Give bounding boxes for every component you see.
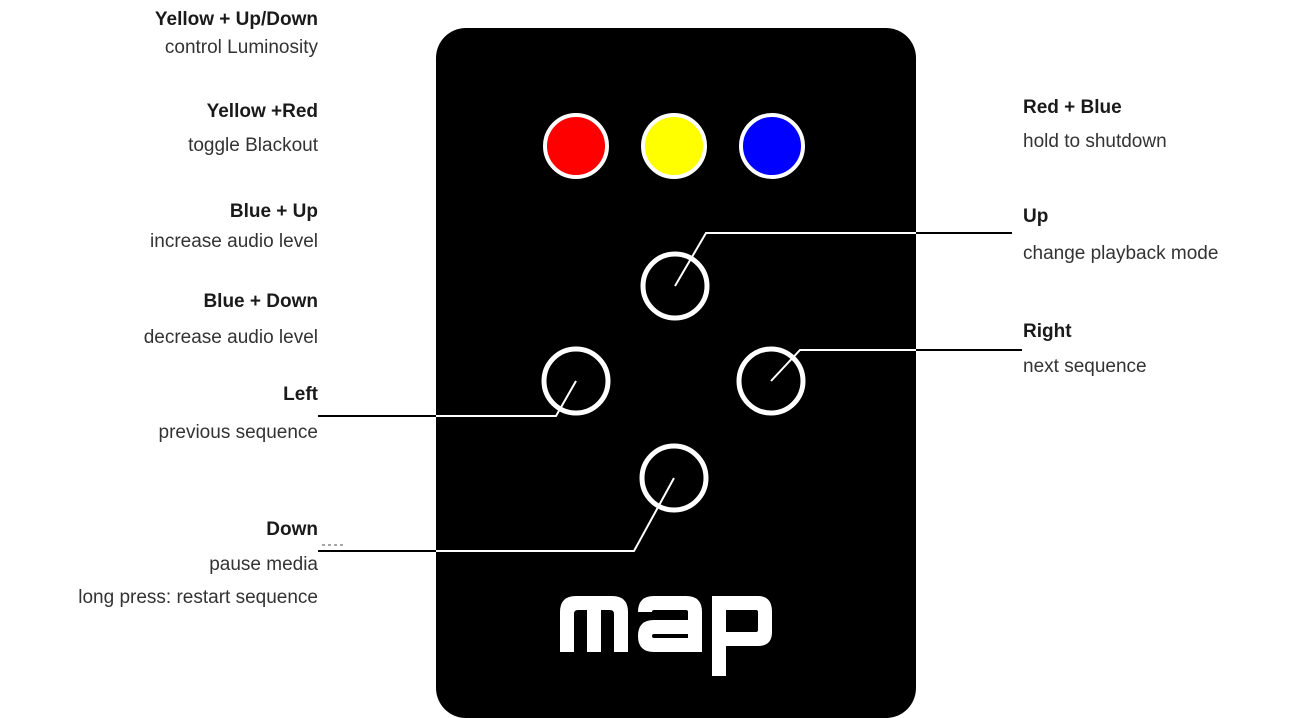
up-leader: [674, 232, 1012, 287]
right-button: [736, 346, 806, 416]
audio-up-title: Blue + Up: [229, 201, 318, 222]
blue-button: [739, 113, 805, 179]
up-button: [640, 251, 710, 321]
down-desc-longpress: long press: restart sequence: [78, 587, 318, 608]
down-title: Down: [266, 519, 318, 540]
map-logo: [560, 596, 772, 676]
audio-down-desc: decrease audio level: [143, 327, 318, 348]
up-title: Up: [1023, 206, 1049, 227]
down-desc: pause media: [209, 554, 318, 575]
left-desc: previous sequence: [158, 422, 319, 443]
luminosity-desc: control Luminosity: [164, 37, 318, 58]
remote-body: [436, 28, 916, 718]
red-button: [543, 113, 609, 179]
left-button: [541, 346, 611, 416]
right-title: Right: [1023, 321, 1072, 342]
audio-down-title: Blue + Down: [203, 291, 318, 312]
down-button: [639, 443, 709, 513]
yellow-button: [641, 113, 707, 179]
luminosity-title: Yellow + Up/Down: [154, 9, 318, 30]
audio-up-desc: increase audio level: [150, 231, 318, 252]
up-desc: change playback mode: [1023, 243, 1219, 264]
shutdown-title: Red + Blue: [1023, 97, 1122, 118]
shutdown-desc: hold to shutdown: [1023, 131, 1167, 152]
left-title: Left: [283, 384, 318, 405]
right-desc: next sequence: [1023, 356, 1147, 377]
blackout-title: Yellow +Red: [206, 101, 318, 122]
blackout-desc: toggle Blackout: [188, 135, 318, 156]
